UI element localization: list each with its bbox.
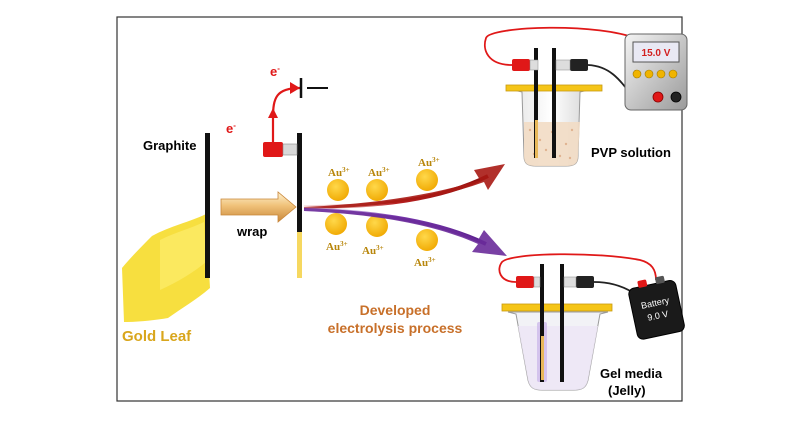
diagram-frame: [116, 16, 683, 402]
au-ion: [416, 229, 438, 251]
psu-knob: [656, 69, 666, 79]
electron-arrow-1: [268, 108, 278, 118]
clip-connector: [282, 143, 298, 156]
psu-knob: [644, 69, 654, 79]
gold-wrapped-tip: [297, 232, 302, 278]
battery-negative-terminal: [655, 275, 665, 285]
pvp-black-clip: [570, 59, 588, 71]
process-label-line1: Developed: [360, 302, 431, 318]
electron-label-1: e-: [226, 121, 236, 136]
wrap-label: wrap: [236, 224, 267, 239]
battery-body: [628, 280, 685, 340]
pvp-red-clip: [512, 59, 530, 71]
battery-positive-terminal: [637, 279, 648, 288]
au-ion-label: Au3+: [368, 166, 390, 179]
au-ion: [416, 169, 438, 191]
gel-black-clip: [576, 276, 594, 288]
graphite-label: Graphite: [143, 138, 196, 153]
red-process-arrow: [304, 164, 505, 209]
au-ion: [325, 213, 347, 235]
purple-process-arrow: [304, 208, 507, 256]
au-ion: [366, 215, 388, 237]
au-ions: [325, 169, 438, 251]
process-label-line2: electrolysis process: [328, 320, 463, 336]
pvp-gold-coating: [535, 120, 538, 158]
au-ion-label: Au3+: [362, 244, 384, 257]
au-ion-label: Au3+: [326, 240, 348, 253]
power-supply-reading: 15.0 V: [642, 48, 671, 59]
gel-media-label-line1: Gel media: [600, 366, 663, 381]
gel-red-wire: [498, 253, 657, 283]
pvp-solution-label: PVP solution: [591, 145, 671, 160]
pvp-red-clip-tip: [529, 59, 539, 71]
gel-electrode-1: [540, 264, 544, 382]
psu-black-terminal: [670, 91, 682, 103]
au-ion-labels: Au3+ Au3+ Au3+ Au3+ Au3+ Au3+: [326, 156, 440, 269]
wrap-arrow: [220, 191, 297, 223]
psu-red-terminal: [652, 91, 664, 103]
au-ion: [366, 179, 388, 201]
gold-leaf-highlight: [160, 222, 206, 290]
gel-electrode-2: [560, 264, 564, 382]
gel-red-clip-tip: [533, 276, 541, 288]
gel-gold-coating: [541, 336, 544, 380]
red-clip: [263, 142, 283, 157]
power-supply-display: [632, 41, 680, 63]
psu-knob: [632, 69, 642, 79]
au-ion: [327, 179, 349, 201]
gel-media-fill: [518, 326, 598, 390]
graphite-rod: [205, 133, 210, 278]
electron-label-2: e-: [270, 64, 280, 79]
au-ion-label: Au3+: [418, 156, 440, 169]
battery: Battery 9.0 V: [628, 275, 685, 340]
gel-lid: [501, 303, 613, 312]
gel-red-clip: [516, 276, 534, 288]
battery-label-line2: 9.0 V: [646, 309, 669, 323]
wrapped-electrode: [297, 133, 302, 233]
gold-leaf-label: Gold Leaf: [122, 328, 192, 345]
pvp-electrode-1: [534, 48, 538, 158]
gel-media-label-line2: (Jelly): [608, 383, 646, 398]
electron-arrow-2: [290, 82, 300, 94]
au-ion-label: Au3+: [414, 256, 436, 269]
psu-knob: [668, 69, 678, 79]
pvp-black-clip-tip: [555, 59, 571, 71]
au-ion-label: Au3+: [328, 166, 350, 179]
pvp-electrode-2: [552, 48, 556, 158]
gel-black-clip-tip: [563, 276, 577, 288]
